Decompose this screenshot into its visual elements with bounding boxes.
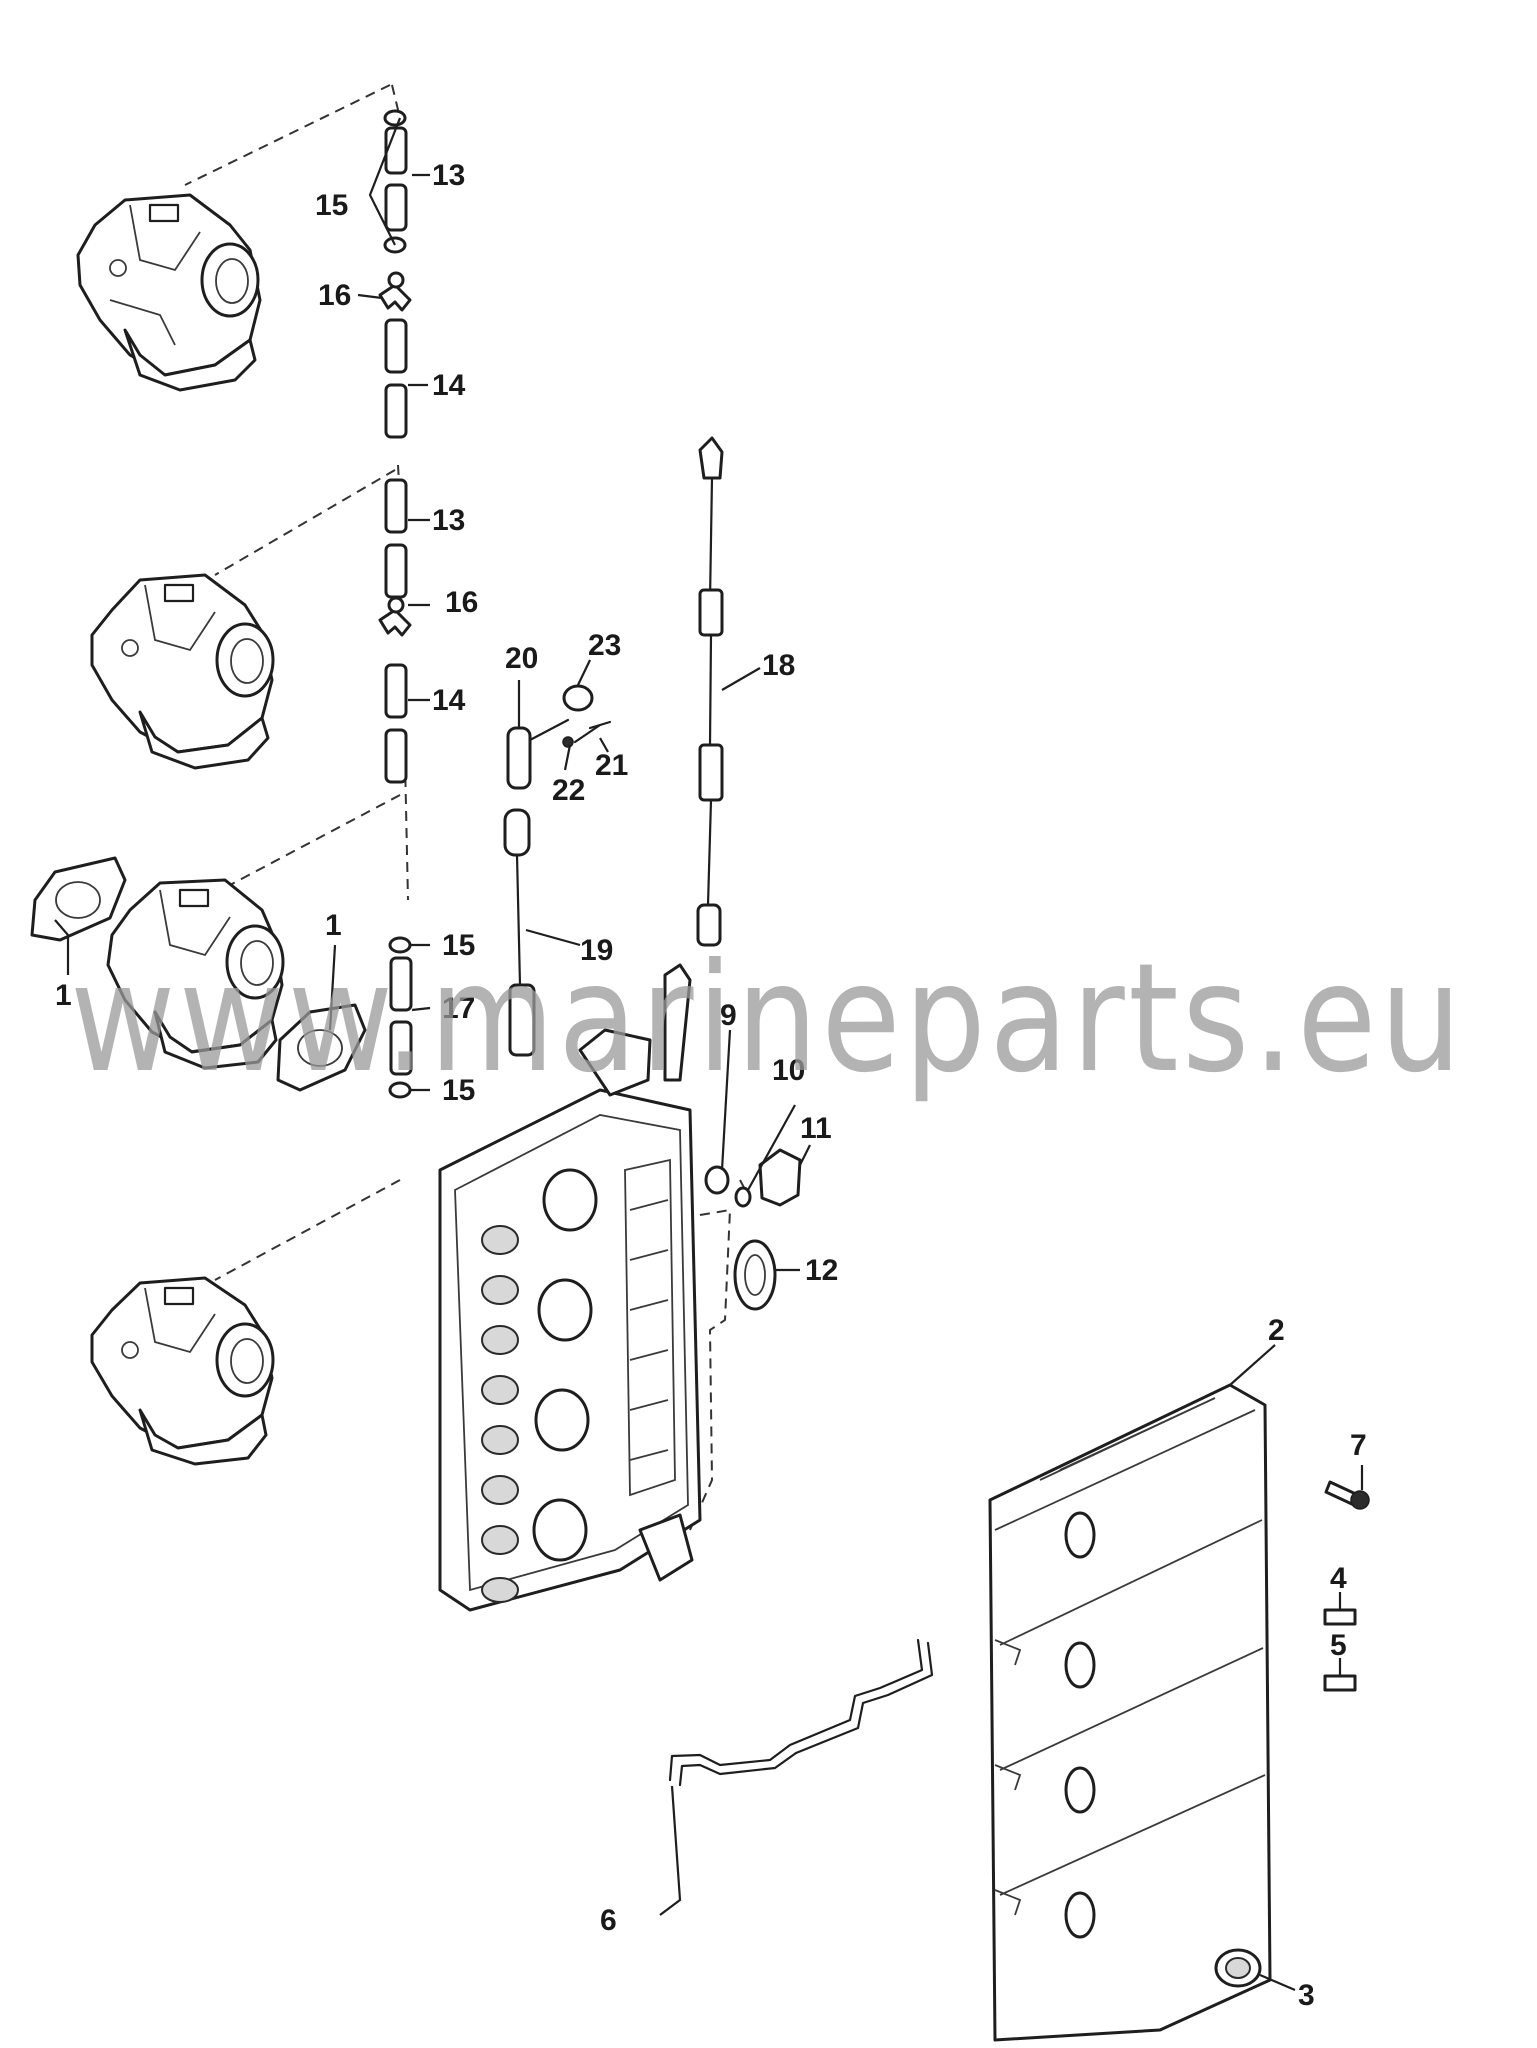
manifold-ports [481,1225,519,1603]
callout-5: 5 [1330,1629,1347,1662]
wire-bracket-6 [668,1638,934,1787]
leader-lines [54,117,1364,1992]
callout-2: 2 [1268,1314,1285,1347]
callout-19: 19 [580,934,613,967]
callout-17: 17 [442,992,475,1025]
callout-4: 4 [1330,1562,1347,1595]
callout-23: 23 [588,629,621,662]
callout-21: 21 [595,749,628,782]
callout-20: 20 [505,642,538,675]
callout-16-lower: 16 [445,586,478,619]
callout-15-upper: 15 [315,189,348,222]
fasteners [1214,1480,1370,1988]
gasket [276,1003,367,1092]
callout-7: 7 [1350,1429,1367,1462]
callout-13-lower: 13 [432,504,465,537]
callout-15-lower: 15 [442,1074,475,1107]
carburetor-top [76,193,262,392]
carburetor-third [30,856,285,1070]
watermark-text: www.marineparts.eu [70,932,1465,1106]
callout-1-center: 1 [325,909,342,942]
hose-column [378,109,413,1099]
link-rod-18 [696,436,724,947]
callout-1-left: 1 [55,979,72,1012]
callout-13-upper: 13 [432,159,465,192]
intake-manifold [438,963,702,1612]
callout-12: 12 [805,1254,838,1287]
callout-6: 6 [600,1904,617,1937]
callout-14-lower: 14 [432,684,466,717]
throttle-rod-19 [503,808,536,1057]
callout-11: 11 [800,1112,832,1145]
alignment-lines [184,84,749,1531]
callout-18: 18 [762,649,795,682]
callout-16-upper: 16 [318,279,351,312]
carburetor-second [90,573,275,770]
callout-9: 9 [720,999,737,1032]
callout-22: 22 [552,774,585,807]
callout-10: 10 [772,1054,805,1087]
callout-3: 3 [1298,1979,1315,2012]
callout-15-middle: 15 [442,929,475,962]
small-parts-9-12 [704,1148,802,1311]
carburetor-bottom [90,1276,275,1466]
manifold-cover [988,1383,1272,2042]
callout-14-upper: 14 [432,369,466,402]
callout-labels: 13 15 16 14 13 16 14 20 23 21 22 18 19 1… [55,159,1367,2012]
